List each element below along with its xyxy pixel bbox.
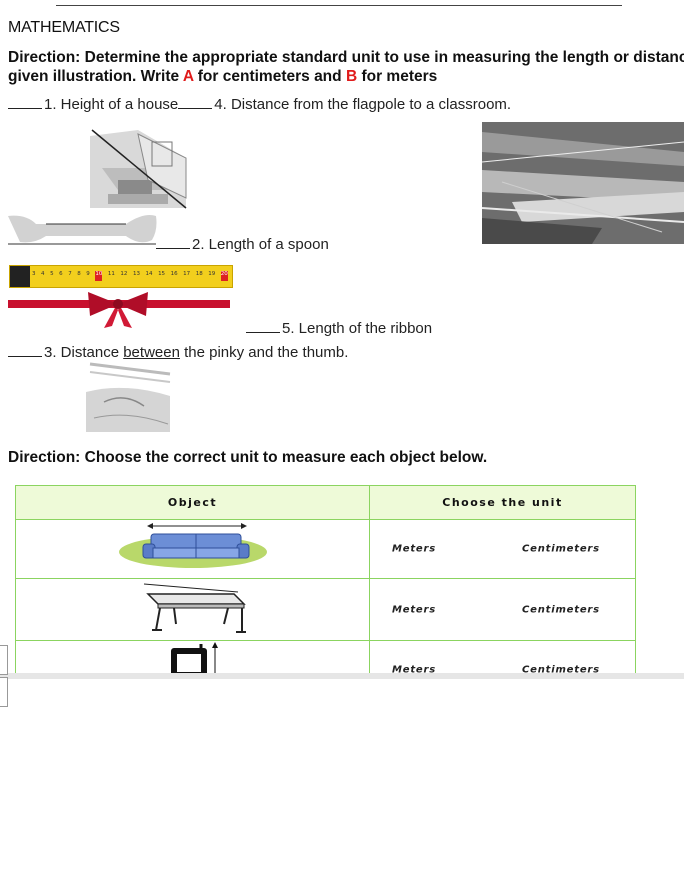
- item-3-text-post: the pinky and the thumb.: [179, 344, 349, 361]
- table-row: Meters Centimeters: [15, 519, 636, 579]
- tape-number: 20: [220, 271, 228, 281]
- item-3-line: 3. Distance between the pinky and the th…: [8, 344, 348, 361]
- answer-blank-1[interactable]: [8, 96, 42, 109]
- unit-choice-cell: Meters Centimeters: [369, 578, 636, 641]
- answer-blank-3[interactable]: [8, 344, 42, 357]
- tape-number: 10: [95, 271, 103, 281]
- answer-blank-5[interactable]: [246, 320, 280, 333]
- direction-1-line2: given illustration. Write A for centimet…: [8, 68, 438, 85]
- option-meters[interactable]: Meters: [392, 664, 436, 676]
- tape-case: [10, 266, 30, 287]
- tape-number: 11: [107, 271, 115, 277]
- header-object: Object: [15, 485, 370, 520]
- left-margin-box: [0, 645, 8, 675]
- letter-a: A: [182, 68, 194, 85]
- option-centimeters[interactable]: Centimeters: [522, 664, 600, 676]
- page-blank-area: [0, 679, 684, 879]
- answer-blank-4[interactable]: [178, 96, 213, 109]
- unit-choice-cell: Meters Centimeters: [369, 519, 636, 579]
- tape-number: 4: [41, 271, 45, 277]
- item-5-text: 5. Length of the ribbon: [282, 320, 433, 337]
- tape-number: 19: [208, 271, 216, 277]
- tape-number: 18: [195, 271, 203, 277]
- header-choose-unit: Choose the unit: [369, 485, 636, 520]
- tape-number: 17: [183, 271, 191, 277]
- direction-1-line1: Direction: Determine the appropriate sta…: [8, 49, 684, 66]
- tape-number: 16: [170, 271, 178, 277]
- option-meters[interactable]: Meters: [392, 543, 436, 555]
- spoon-illustration: [8, 215, 157, 245]
- item-3-text-underlined: between: [123, 344, 180, 361]
- sofa-icon: [118, 522, 267, 568]
- table-row: Meters Centimeters: [15, 578, 636, 641]
- hand-illustration: [86, 362, 171, 432]
- item-2-line: 2. Length of a spoon: [156, 236, 329, 253]
- direction-1: Direction: Determine the appropriate sta…: [8, 48, 684, 86]
- object-cell: [15, 578, 370, 641]
- item-2-text: 2. Length of a spoon: [192, 236, 329, 253]
- units-table: Object Choose the unit Meters: [15, 485, 636, 700]
- answer-blank-2[interactable]: [156, 236, 190, 249]
- item-5-line: 5. Length of the ribbon: [246, 320, 432, 337]
- flagpole-illustration: [482, 122, 684, 244]
- item-3-text-pre: 3. Distance: [44, 344, 124, 361]
- option-centimeters[interactable]: Centimeters: [522, 604, 600, 615]
- letter-b: B: [345, 68, 358, 85]
- top-rule: [56, 5, 622, 6]
- tape-number: 13: [132, 271, 140, 277]
- item-1-text: 1. Height of a house: [44, 96, 179, 113]
- option-centimeters[interactable]: Centimeters: [522, 543, 600, 555]
- item-4-text: 4. Distance from the flagpole to a class…: [214, 96, 512, 113]
- subject-title: MATHEMATICS: [8, 19, 120, 36]
- ribbon-illustration: [8, 292, 230, 328]
- item-1-4-line: 1. Height of a house 4. Distance from the…: [8, 96, 511, 113]
- tape-number: 9: [86, 271, 90, 277]
- option-meters[interactable]: Meters: [392, 604, 436, 615]
- house-illustration: [90, 129, 187, 209]
- table-icon: [143, 583, 246, 633]
- tape-number: 6: [59, 271, 63, 277]
- tape-number: 14: [145, 271, 153, 277]
- tape-number: 3: [32, 271, 36, 277]
- tape-number: 5: [50, 271, 54, 277]
- tape-number: 7: [68, 271, 72, 277]
- tape-number: 12: [120, 271, 128, 277]
- tape-number: 15: [158, 271, 166, 277]
- tape-number: 8: [77, 271, 81, 277]
- page-cut-shade: [0, 673, 684, 679]
- left-margin-box: [0, 677, 8, 707]
- direction-2: Direction: Choose the correct unit to me…: [8, 449, 488, 466]
- object-cell: [15, 519, 370, 579]
